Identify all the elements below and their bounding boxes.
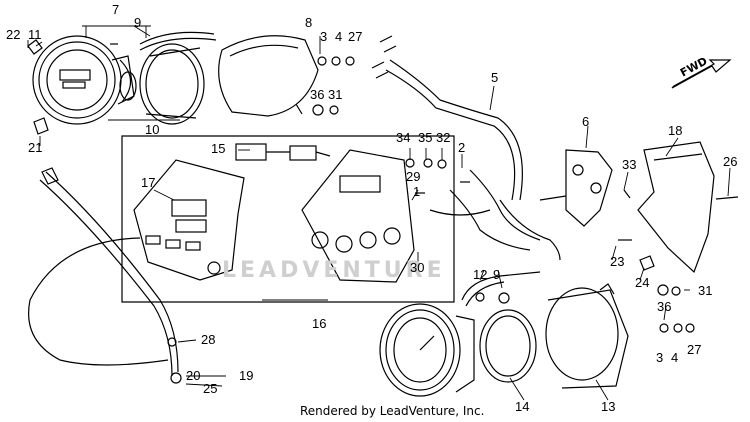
callout-19[interactable]: 19 xyxy=(239,368,254,383)
callout-12[interactable]: 12 xyxy=(473,267,488,282)
callout-4-top[interactable]: 4 xyxy=(335,29,343,44)
callout-29[interactable]: 29 xyxy=(406,169,421,184)
callout-25[interactable]: 25 xyxy=(203,381,218,396)
hardware-bolts-top xyxy=(27,39,355,135)
callout-30[interactable]: 30 xyxy=(410,260,425,275)
callout-24[interactable]: 24 xyxy=(635,275,650,290)
callout-3-top[interactable]: 3 xyxy=(320,29,328,44)
callout-9-top[interactable]: 9 xyxy=(134,15,142,30)
callout-23[interactable]: 23 xyxy=(610,254,625,269)
fwd-arrow xyxy=(671,59,732,89)
speedometer-wires xyxy=(139,31,217,51)
callout-16[interactable]: 16 xyxy=(312,316,327,331)
callout-28[interactable]: 28 xyxy=(201,332,216,347)
main-wire-harness xyxy=(371,35,561,261)
callout-34[interactable]: 34 xyxy=(396,130,411,145)
callout-2[interactable]: 2 xyxy=(458,140,466,155)
callout-26[interactable]: 26 xyxy=(723,154,738,169)
callout-15[interactable]: 15 xyxy=(211,141,226,156)
credit-line: Rendered by LeadVenture, Inc. xyxy=(300,404,485,418)
tachometer-gauge xyxy=(379,303,537,397)
callout-6[interactable]: 6 xyxy=(582,114,590,129)
callout-22[interactable]: 22 xyxy=(6,27,21,42)
callout-10[interactable]: 10 xyxy=(145,122,160,137)
callout-14[interactable]: 14 xyxy=(515,399,530,414)
callout-35[interactable]: 35 xyxy=(418,130,433,145)
callout-27-top[interactable]: 27 xyxy=(348,29,363,44)
callout-17[interactable]: 17 xyxy=(141,175,156,190)
callout-4-bottom[interactable]: 4 xyxy=(671,350,679,365)
indicator-panel xyxy=(301,149,415,283)
callout-31-top[interactable]: 31 xyxy=(328,87,343,102)
meter-bracket xyxy=(539,149,613,227)
callout-7[interactable]: 7 xyxy=(112,2,120,17)
lamp-socket-group xyxy=(235,143,331,161)
hardware-bolts-bottom xyxy=(405,158,695,333)
callout-5[interactable]: 5 xyxy=(491,70,499,85)
tachometer-wires xyxy=(461,271,541,307)
callout-11[interactable]: 11 xyxy=(28,27,42,42)
callout-21[interactable]: 21 xyxy=(28,140,43,155)
callout-31-bottom[interactable]: 31 xyxy=(698,283,713,298)
tachometer-case xyxy=(545,283,629,389)
callout-1[interactable]: 1 xyxy=(413,184,421,199)
callout-36-bottom[interactable]: 36 xyxy=(657,299,672,314)
callout-36-top[interactable]: 36 xyxy=(310,87,325,102)
console-group-outline xyxy=(121,135,455,303)
leader-lines xyxy=(27,25,731,401)
callout-33[interactable]: 33 xyxy=(622,157,637,172)
console-housing xyxy=(133,159,245,281)
callout-32[interactable]: 32 xyxy=(436,130,451,145)
callout-3-bottom[interactable]: 3 xyxy=(656,350,664,365)
rear-cover-panel xyxy=(637,141,739,274)
callout-20[interactable]: 20 xyxy=(186,368,201,383)
callout-27-bottom[interactable]: 27 xyxy=(687,342,702,357)
callout-18[interactable]: 18 xyxy=(668,123,683,138)
speedometer-cable xyxy=(28,167,182,384)
callout-8[interactable]: 8 xyxy=(305,15,313,30)
watermark-text: LEADVENTURE xyxy=(222,258,446,283)
meter-cover xyxy=(218,35,319,117)
speedometer-gauge xyxy=(32,35,137,125)
callout-13[interactable]: 13 xyxy=(601,399,616,414)
callout-9-bottom[interactable]: 9 xyxy=(493,267,501,282)
speedometer-ring xyxy=(139,43,205,125)
